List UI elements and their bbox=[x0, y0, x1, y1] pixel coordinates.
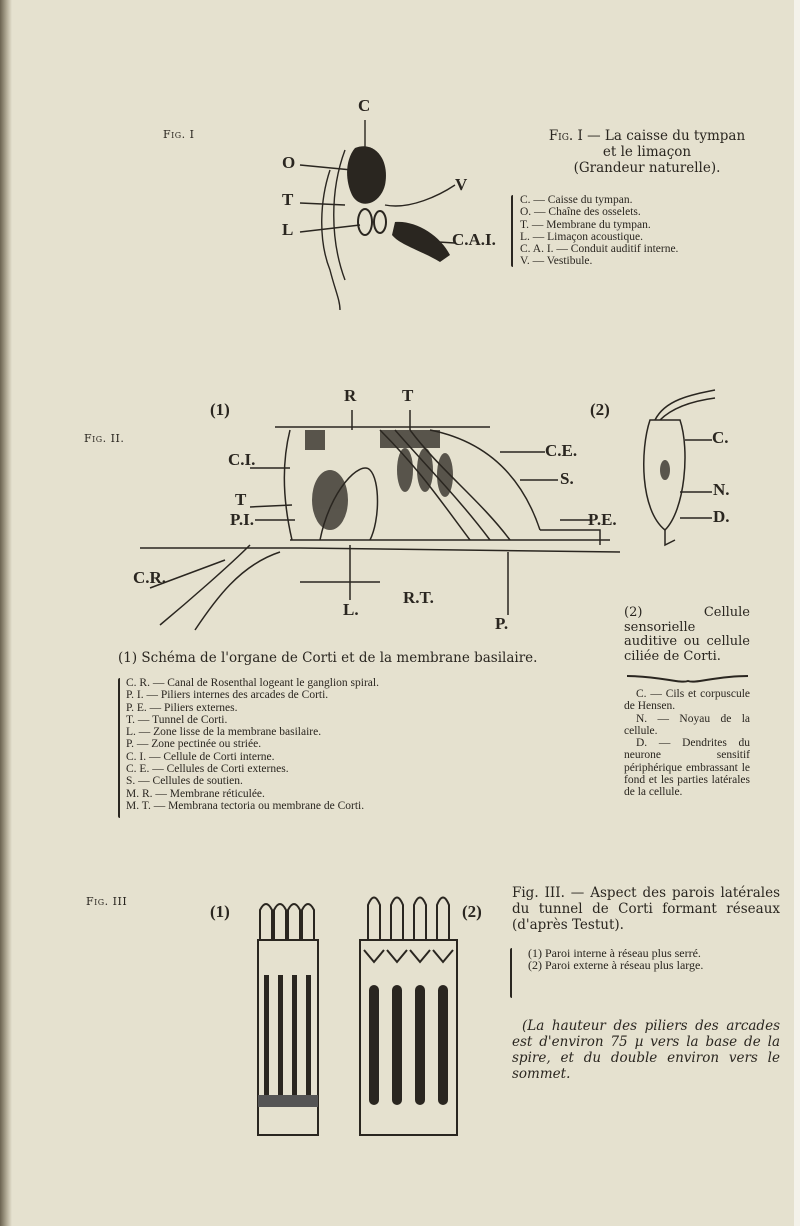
legend-item: T. — Membrane du tympan. bbox=[520, 218, 651, 231]
legend-item: M. T. — Membrana tectoria ou membrane de… bbox=[126, 799, 365, 812]
fig2-label-p: P. bbox=[495, 614, 509, 633]
pillar-shaft bbox=[306, 975, 311, 1095]
wall-2-frame bbox=[359, 939, 458, 1136]
pillar-v bbox=[386, 949, 408, 964]
legend-item: D. — Dendrites du neurone sensitif périp… bbox=[624, 737, 750, 799]
fig1-label-cai: C.A.I. bbox=[452, 230, 496, 249]
pillar-v bbox=[363, 949, 385, 964]
fig1-label-o: O bbox=[282, 153, 296, 172]
legend-item: P. — Zone pectinée ou striée. bbox=[126, 738, 262, 751]
pillar-head bbox=[287, 903, 301, 940]
pillar-shaft bbox=[278, 975, 283, 1095]
pillar-shaft bbox=[415, 985, 425, 1105]
fig2-label-s: S. bbox=[560, 469, 574, 488]
fig1-caption: Fig. I — La caisse du tympan et le limaç… bbox=[512, 128, 782, 176]
legend-item: C. R. — Canal de Rosenthal logeant le ga… bbox=[126, 677, 379, 689]
legend-item: S. — Cellules de soutien. bbox=[126, 775, 243, 788]
fig2-label-1: (1) bbox=[210, 400, 230, 419]
fig2-caption: (1) Schéma de l'organe de Corti et de la… bbox=[118, 650, 538, 666]
pillar-shaft bbox=[264, 975, 269, 1095]
fig2-label-l: L. bbox=[343, 600, 359, 619]
pillar-head bbox=[436, 896, 450, 940]
fig1-label-l: L bbox=[282, 220, 294, 239]
legend-item: M. R. — Membrane réticulée. bbox=[126, 787, 265, 800]
fig2-label-t: T bbox=[235, 490, 247, 509]
fig2-label-ce: C.E. bbox=[545, 441, 578, 460]
fig1-side-label: Fig. I bbox=[163, 128, 195, 141]
pillar-shaft bbox=[438, 985, 448, 1105]
pillar-head bbox=[367, 896, 381, 940]
fig1-caption-line3: (Grandeur naturelle). bbox=[573, 160, 721, 176]
legend-item: N. — Noyau de la cellule. bbox=[624, 712, 750, 737]
legend-item: C. E. — Cellules de Corti externes. bbox=[126, 763, 289, 776]
fig2-label-t-top: T bbox=[402, 386, 414, 405]
fig1-label-v: V bbox=[455, 175, 468, 194]
fig2-side-label: Fig. II. bbox=[84, 432, 125, 445]
pillar-v bbox=[432, 949, 454, 964]
fig2-label-d: D. bbox=[713, 507, 730, 526]
legend-item: L. — Zone lisse de la membrane basilaire… bbox=[126, 726, 322, 739]
legend-item: V. — Vestibule. bbox=[520, 255, 593, 268]
fig2-label-n: N. bbox=[713, 480, 730, 499]
legend-item: O. — Chaîne des osselets. bbox=[520, 206, 641, 219]
fig1-caption-line1: — La caisse du tympan bbox=[587, 128, 746, 144]
fig2-side-caption: (2) Cellule sensorielle auditive ou cell… bbox=[624, 605, 750, 664]
pillar-head bbox=[413, 896, 427, 940]
fig2-label-r: R bbox=[344, 386, 357, 405]
fig1-caption-line2: et le limaçon bbox=[602, 144, 692, 160]
page-right-edge bbox=[794, 0, 800, 1226]
wall-1-base bbox=[258, 1095, 318, 1107]
fig3-note: (La hauteur des piliers des arcades est … bbox=[512, 1018, 780, 1082]
legend-item: (2) Paroi externe à réseau plus large. bbox=[528, 958, 704, 973]
legend-item: (1) Paroi interne à réseau plus serré. bbox=[528, 946, 701, 960]
fig3-legend: (1) Paroi interne à réseau plus serré. (… bbox=[516, 947, 780, 972]
legend-item: C. A. I. — Conduit auditif interne. bbox=[520, 243, 679, 256]
legend-item: P. E. — Piliers externes. bbox=[126, 701, 238, 714]
fig2-legend: C. R. — Canal de Rosenthal logeant le ga… bbox=[126, 677, 379, 812]
pillar-head bbox=[273, 903, 287, 940]
fig2-side-legend: C. — Cils et corpuscule de Hensen. N. — … bbox=[624, 688, 750, 799]
fig3-label-2: (2) bbox=[462, 902, 482, 921]
pillar-shaft bbox=[369, 985, 379, 1105]
legend-item: L. — Limaçon acoustique. bbox=[520, 230, 643, 243]
fig2-label-cr: C.R. bbox=[133, 568, 167, 587]
page-binding-edge bbox=[0, 0, 12, 1226]
legend-item: C. I. — Cellule de Corti interne. bbox=[126, 750, 275, 763]
legend-item: C. — Cils et corpuscule de Hensen. bbox=[624, 688, 750, 713]
fig1-caption-fig: Fig. I bbox=[548, 128, 583, 144]
pillar-shaft bbox=[292, 975, 297, 1095]
fig2-label-2: (2) bbox=[590, 400, 610, 419]
fig3-caption: Fig. III. — Aspect des parois latérales … bbox=[512, 885, 780, 933]
pillar-head bbox=[301, 903, 315, 940]
pillar-shaft bbox=[392, 985, 402, 1105]
legend-item: C. — Caisse du tympan. bbox=[520, 194, 633, 206]
fig2-label-c: C. bbox=[712, 428, 729, 447]
fig2-label-ci: C.I. bbox=[228, 450, 256, 469]
pillar-head bbox=[390, 896, 404, 940]
fig1-label-t: T bbox=[282, 190, 294, 209]
fig1-label-c: C bbox=[358, 96, 371, 115]
fig2-label-rt: R.T. bbox=[403, 588, 434, 607]
pillar-v bbox=[409, 949, 431, 964]
fig3-side-label: Fig. III bbox=[86, 895, 128, 908]
fig2-label-pe: P.E. bbox=[588, 510, 617, 529]
legend-item: T. — Tunnel de Corti. bbox=[126, 713, 228, 726]
fig2-label-pi: P.I. bbox=[230, 510, 254, 529]
fig3-label-1: (1) bbox=[210, 902, 230, 921]
pillar-head bbox=[259, 903, 273, 940]
legend-item: P. I. — Piliers internes des arcades de … bbox=[126, 689, 329, 702]
fig1-legend: C. — Caisse du tympan. O. — Chaîne des o… bbox=[520, 194, 678, 268]
